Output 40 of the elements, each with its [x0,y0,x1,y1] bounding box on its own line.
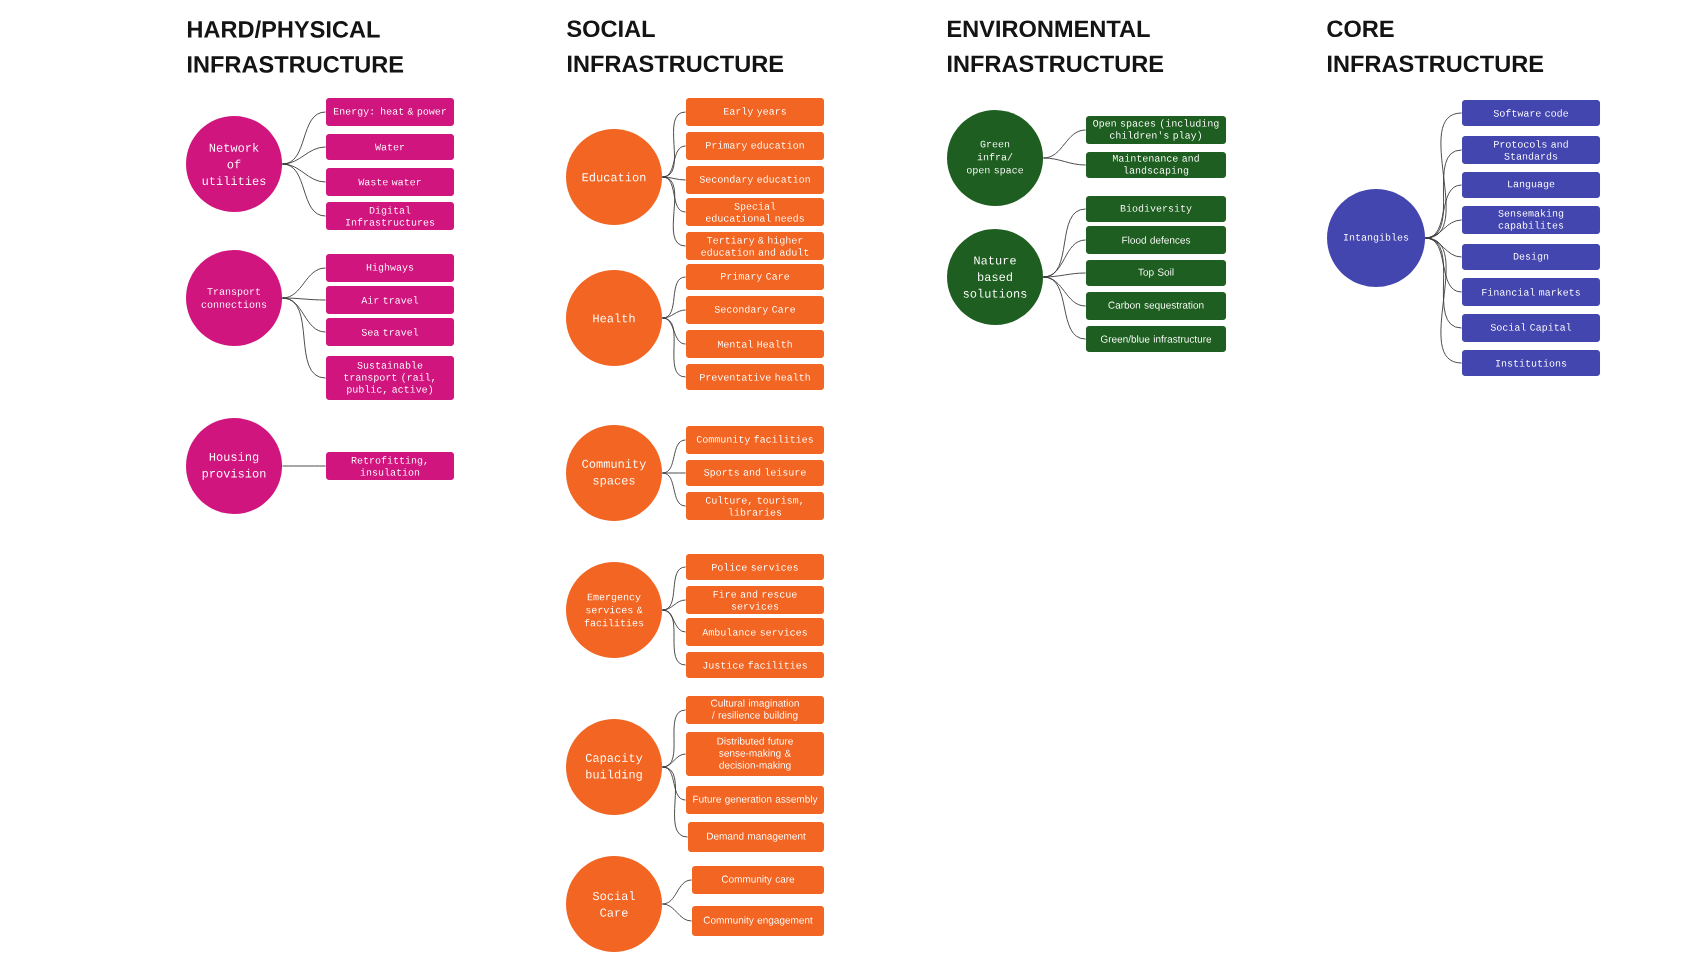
connector-line [281,297,327,301]
connector-line [661,766,689,838]
column-heading: CORE INFRASTRUCTURE [1327,20,1544,73]
connector-line [1042,276,1087,307]
connector-line [1424,237,1463,293]
connector-line [661,472,687,474]
connector-line [661,599,687,611]
connector-line [1042,157,1087,166]
connector-line [661,176,687,213]
connector-line [661,609,687,633]
connector-line [281,146,327,165]
connector-line [281,163,327,217]
connector-line [1424,184,1463,239]
connector-line [1042,276,1087,340]
connector-line [281,297,327,379]
connector-line [661,176,687,247]
connector-line [661,317,687,378]
connector-line [661,439,687,474]
connector-line [1042,129,1087,159]
connector-line [1424,219,1463,239]
connector-line [661,317,687,345]
connector-line [1042,239,1087,278]
connector-line [661,609,687,666]
column-heading: ENVIRONMENTAL INFRASTRUCTURE [948,20,1164,73]
connector-line [661,753,687,768]
connector-line [661,145,687,178]
column-heading: HARD/PHYSICAL INFRASTRUCTURE [188,20,404,73]
column-heading: SOCIAL INFRASTRUCTURE [567,20,784,73]
connector-line [661,309,687,319]
connector-line [281,465,327,467]
connector-line [661,766,687,801]
connector-line [661,176,687,181]
connector-line [661,472,687,507]
connector-line [661,111,687,178]
connector-line [661,903,693,922]
connector-line [281,111,327,165]
connector-line [1042,272,1087,278]
connector-line [661,276,687,319]
connector-line [1424,237,1463,364]
connector-line [661,879,693,905]
